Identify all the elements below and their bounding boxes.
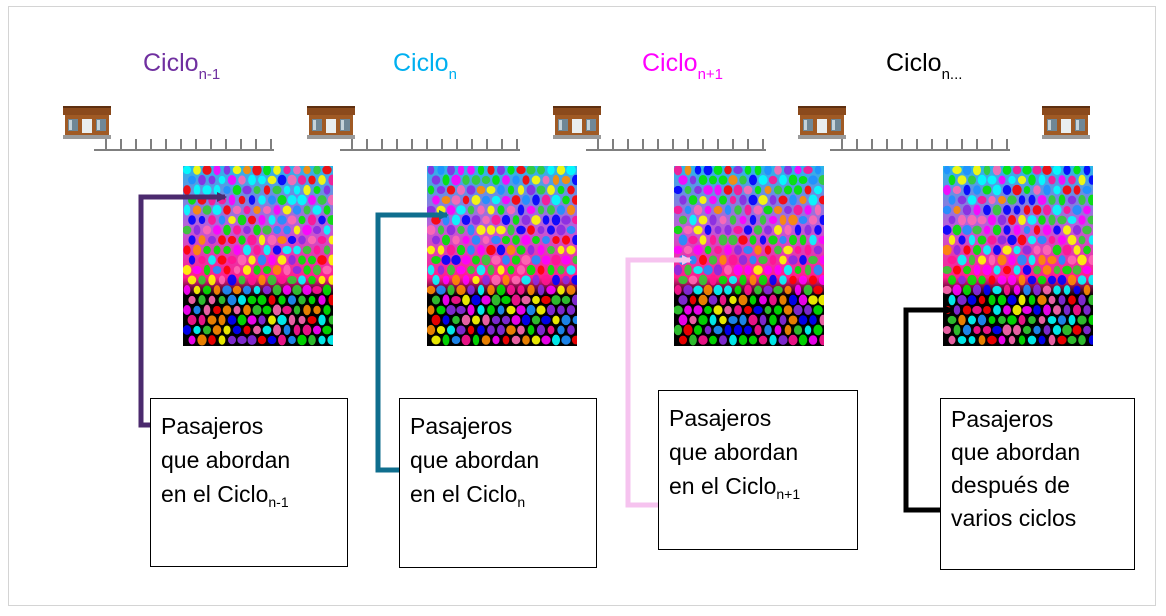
cycle-label-n-plus-1: Ciclon+1 — [642, 48, 723, 90]
passenger-crowd-mosaic — [943, 166, 1093, 346]
cycle-label-n-minus-1: Ciclon-1 — [143, 48, 220, 90]
train-station-icon — [552, 104, 602, 140]
box-line-base: en el Ciclo — [410, 481, 518, 507]
passenger-crowd-mosaic — [183, 166, 333, 346]
box-line: que abordan — [669, 439, 799, 465]
box-line: en el Ciclon — [410, 477, 596, 519]
cycle-label-sub: n... — [941, 66, 963, 83]
cycle-label-sub: n — [448, 66, 457, 83]
railway-track-icon — [586, 136, 766, 154]
box-line: varios ciclos — [951, 505, 1077, 531]
box-line: que abordan — [951, 439, 1081, 465]
box-line: en el Ciclon+1 — [669, 469, 857, 511]
passenger-crowd-mosaic — [674, 166, 824, 346]
box-line-sub: n — [517, 494, 526, 510]
boarding-box-n-minus-1: Pasajeros que abordan en el Ciclon-1 — [150, 398, 348, 567]
boarding-box-several-cycles: Pasajeros que abordan después de varios … — [940, 398, 1135, 570]
cycle-label-base: Ciclo — [642, 49, 698, 77]
box-line: después de — [951, 472, 1070, 498]
train-station-icon — [1041, 104, 1091, 140]
cycle-label-base: Ciclo — [143, 49, 199, 77]
boarding-box-n: Pasajeros que abordan en el Ciclon — [399, 398, 597, 568]
diagram-frame — [8, 6, 1156, 606]
cycle-label-base: Ciclo — [393, 49, 449, 77]
train-station-icon — [62, 104, 112, 140]
arrow-cycle-n — [375, 210, 449, 473]
box-line: Pasajeros — [669, 405, 772, 431]
box-line: Pasajeros — [410, 413, 513, 439]
arrow-several-cycles — [903, 305, 954, 513]
arrow-cycle-n-plus-1 — [625, 255, 692, 508]
train-station-icon — [306, 104, 356, 140]
boarding-box-n-plus-1: Pasajeros que abordan en el Ciclon+1 — [658, 390, 858, 550]
cycle-label-n-ellipsis: Ciclon... — [886, 48, 962, 90]
box-line: Pasajeros — [951, 406, 1054, 432]
box-line: en el Ciclon-1 — [161, 477, 347, 519]
box-line-sub: n+1 — [776, 486, 801, 502]
arrow-cycle-n-minus-1 — [138, 192, 227, 428]
box-line: que abordan — [410, 447, 540, 473]
railway-track-icon — [94, 136, 274, 154]
box-line: Pasajeros — [161, 413, 264, 439]
box-line-base: en el Ciclo — [161, 481, 269, 507]
cycle-label-sub: n+1 — [697, 66, 724, 83]
railway-track-icon — [340, 136, 520, 154]
passenger-crowd-mosaic — [427, 166, 577, 346]
box-line-sub: n-1 — [268, 494, 289, 510]
cycle-label-n: Ciclon — [393, 48, 457, 90]
railway-track-icon — [830, 136, 1010, 154]
box-line: que abordan — [161, 447, 291, 473]
cycle-label-base: Ciclo — [886, 49, 942, 77]
cycle-label-sub: n-1 — [198, 66, 221, 83]
train-station-icon — [797, 104, 847, 140]
box-line-base: en el Ciclo — [669, 473, 777, 499]
